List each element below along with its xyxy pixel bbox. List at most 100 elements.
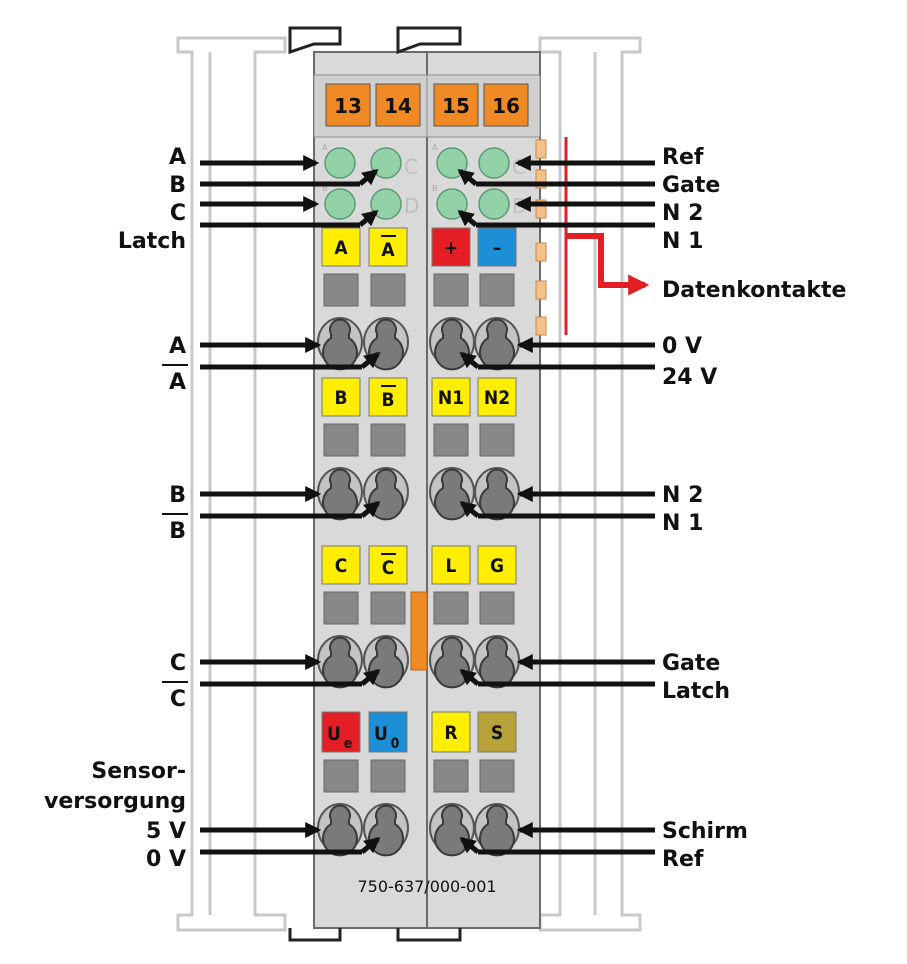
right-label-n1: N 1 xyxy=(662,229,703,254)
right-label-gate-in: Gate xyxy=(662,651,720,676)
led-letter-right-c: C xyxy=(512,155,526,179)
left-label-c: C xyxy=(170,201,186,226)
right-label-ref-in: Ref xyxy=(662,847,704,872)
model-number: 750-637/000-001 xyxy=(357,877,496,896)
terminal-number-16 xyxy=(483,83,529,127)
tag-ue xyxy=(321,711,361,753)
right-label-group: Ref Gate N 2 N 1 Datenkontakte 0 V 24 V … xyxy=(662,145,846,872)
right-label-0v: 0 V xyxy=(662,334,702,359)
terminal-row-1: A A + – xyxy=(316,227,521,371)
tag-b xyxy=(321,377,361,417)
tag-ue-subscript: e xyxy=(344,736,353,752)
spring-clamp-c xyxy=(316,635,364,689)
led-n2 xyxy=(478,188,510,220)
led-letter-left-d: D xyxy=(404,194,419,218)
right-label-gate: Gate xyxy=(662,173,720,198)
left-label-b-in: B xyxy=(169,483,186,508)
left-label-group: A B C Latch A A B B C C Sensor- versorgu… xyxy=(44,145,188,872)
tag-n2 xyxy=(477,377,517,417)
tag-a-label: A xyxy=(334,237,348,259)
led-letter-right-b: B xyxy=(432,184,438,193)
terminal-number-13-label: 13 xyxy=(334,94,362,118)
tag-b-label: B xyxy=(334,387,347,409)
right-label-schirm: Schirm xyxy=(662,819,748,844)
tag-c xyxy=(321,545,361,585)
left-label-5v: 5 V xyxy=(146,819,186,844)
left-label-a-in: A xyxy=(169,334,186,359)
tag-g xyxy=(477,545,517,585)
tag-r xyxy=(431,711,471,753)
terminal-number-14-label: 14 xyxy=(384,94,412,118)
right-label-n1-in: N 1 xyxy=(662,511,703,536)
tag-c-bar-label: C xyxy=(382,557,395,579)
tag-c-label: C xyxy=(335,555,348,577)
terminal-row-2: B B N1 N2 xyxy=(316,377,521,521)
tag-n2-label: N2 xyxy=(484,387,510,409)
tag-minus xyxy=(477,227,517,267)
left-label-sensor-title-1: Sensor- xyxy=(91,759,186,784)
tag-a-bar xyxy=(368,227,408,267)
led-letter-right-a: A xyxy=(432,143,438,152)
right-label-n2: N 2 xyxy=(662,201,703,226)
tag-u0-subscript: 0 xyxy=(391,736,400,752)
terminal-number-14 xyxy=(375,83,421,127)
led-c xyxy=(370,147,402,179)
led-d xyxy=(370,188,402,220)
tag-s xyxy=(477,711,517,753)
spring-clamp-24v xyxy=(473,317,521,371)
spring-clamp-latch xyxy=(473,635,521,689)
tag-plus-label: + xyxy=(444,237,458,259)
spring-clamp-0v xyxy=(428,317,476,371)
terminal-number-15-label: 15 xyxy=(442,94,470,118)
tag-a xyxy=(321,227,361,267)
right-label-n2-in: N 2 xyxy=(662,483,703,508)
left-label-a: A xyxy=(169,145,186,170)
left-label-0v: 0 V xyxy=(146,847,186,872)
right-label-latch-in: Latch xyxy=(662,679,730,704)
spring-clamp-a xyxy=(316,317,364,371)
terminal-row-3: C C L G xyxy=(316,545,521,689)
neighbour-module-outline-right xyxy=(538,36,642,932)
tag-n1 xyxy=(431,377,471,417)
terminal-number-16-label: 16 xyxy=(492,94,520,118)
left-label-b-bar: B xyxy=(169,519,186,544)
tag-b-bar-label: B xyxy=(381,389,394,411)
led-a xyxy=(324,147,356,179)
tag-n1-label: N1 xyxy=(438,387,464,409)
spring-clamp-gate xyxy=(428,635,476,689)
left-label-sensor-title-2: versorgung xyxy=(44,789,186,814)
right-label-ref: Ref xyxy=(662,145,704,170)
terminal-number-13 xyxy=(325,83,371,127)
right-label-24v: 24 V xyxy=(662,365,717,390)
tag-a-bar-label: A xyxy=(381,239,395,261)
signal-wires xyxy=(200,154,655,855)
tag-u0-label: U xyxy=(374,723,388,745)
tag-u0 xyxy=(368,711,408,753)
spring-clamp-b xyxy=(316,467,364,521)
spring-clamp-n1 xyxy=(473,467,521,521)
spring-clamp-schirm xyxy=(428,803,476,857)
terminal-number-group: 13 14 15 16 xyxy=(325,83,529,127)
tag-minus-label: – xyxy=(493,237,502,259)
tag-b-bar xyxy=(368,377,408,417)
led-letter-left-b: B xyxy=(322,184,328,193)
left-label-c-in: C xyxy=(170,651,186,676)
led-gate xyxy=(478,147,510,179)
spring-clamp-5v xyxy=(316,803,364,857)
left-label-latch: Latch xyxy=(118,229,186,254)
led-letter-left-c: C xyxy=(404,155,418,179)
tag-l-label: L xyxy=(446,555,457,577)
tag-r-label: R xyxy=(444,722,457,744)
right-label-datenkontakte: Datenkontakte xyxy=(662,278,846,303)
tag-c-bar xyxy=(368,545,408,585)
left-label-b: B xyxy=(169,173,186,198)
left-label-a-bar: A xyxy=(169,370,186,395)
tag-plus xyxy=(431,227,471,267)
tag-ue-label: U xyxy=(327,723,341,745)
data-contacts-indicator xyxy=(564,137,650,335)
spring-clamp-ref xyxy=(473,803,521,857)
led-letter-left-a: A xyxy=(322,143,328,152)
spring-clamp-n2 xyxy=(428,467,476,521)
led-b xyxy=(324,188,356,220)
